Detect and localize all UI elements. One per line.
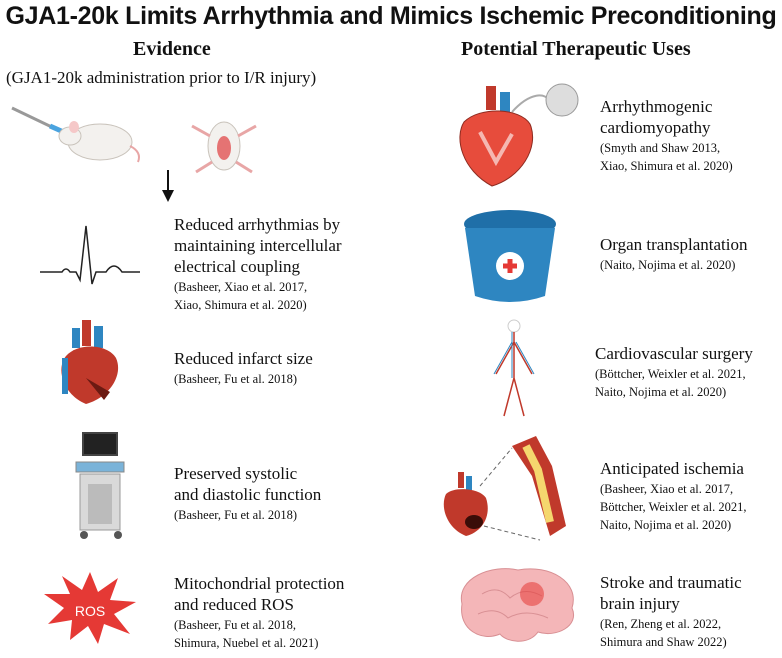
use-item-3-ref-2: Naito, Nojima et al. 2020) [595,385,727,399]
evidence-item-1-line-1: Reduced arrhythmias by [174,215,341,234]
heart-pacemaker-icon [459,83,579,187]
evidence-item-2: Reduced infarct size (Basheer, Fu et al.… [174,348,313,387]
evidence-item-2-line-1: Reduced infarct size [174,349,313,368]
use-item-3-line-1: Cardiovascular surgery [595,344,753,363]
use-item-2: Organ transplantation (Naito, Nojima et … [600,234,747,273]
evidence-item-4-ref-2: Shimura, Nuebel et al. 2021) [174,636,319,650]
use-item-4: Anticipated ischemia (Basheer, Xiao et a… [600,458,746,533]
ecg-trace-icon [40,225,140,285]
evidence-item-4-ref-1: (Basheer, Fu et al. 2018, [174,618,297,632]
use-item-1: Arrhythmogenic cardiomyopathy (Smyth and… [600,96,733,174]
mouse-injection-icon [11,106,140,163]
evidence-item-2-ref-1: (Basheer, Fu et al. 2018) [174,372,298,386]
evidence-heading: Evidence [133,38,211,60]
use-item-4-line-1: Anticipated ischemia [600,459,744,478]
figure-title: GJA1-20k Limits Arrhythmia and Mimics Is… [5,2,777,30]
ischemic-heart-artery-icon [443,436,566,541]
ultrasound-machine-icon [75,432,125,539]
evidence-item-3-line-2: and diastolic function [174,485,322,504]
evidence-item-3-line-1: Preserved systolic [174,464,298,483]
use-item-3: Cardiovascular surgery (Böttcher, Weixle… [595,343,753,400]
use-item-1-line-1: Arrhythmogenic [600,97,713,116]
evidence-item-1-line-3: electrical coupling [174,257,301,276]
use-item-2-ref-1: (Naito, Nojima et al. 2020) [600,258,736,272]
evidence-item-3: Preserved systolic and diastolic functio… [174,463,321,523]
evidence-subheading: (GJA1-20k administration prior to I/R in… [6,68,317,87]
use-item-4-ref-1: (Basheer, Xiao et al. 2017, [600,482,734,496]
use-item-5-ref-2: Shimura and Shaw 2022) [600,635,727,649]
use-item-3-ref-1: (Böttcher, Weixler et al. 2021, [595,367,746,381]
use-item-2-line-1: Organ transplantation [600,235,748,254]
use-item-1-ref-1: (Smyth and Shaw 2013, [600,141,721,155]
evidence-item-4-line-2: and reduced ROS [174,595,294,614]
organ-cooler-icon [464,210,556,302]
evidence-item-1-line-2: maintaining intercellular [174,236,342,255]
evidence-item-1: Reduced arrhythmias by maintaining inter… [174,214,342,313]
use-item-5: Stroke and traumatic brain injury (Ren, … [600,572,742,650]
evidence-item-1-ref-2: Xiao, Shimura et al. 2020) [174,298,307,312]
use-item-5-line-1: Stroke and traumatic [600,573,742,592]
use-item-4-ref-3: Naito, Nojima et al. 2020) [600,518,732,532]
use-item-1-ref-2: Xiao, Shimura et al. 2020) [600,159,733,173]
vascular-system-icon [493,319,535,417]
use-item-1-line-2: cardiomyopathy [600,118,711,137]
ros-burst-icon: ROS [44,572,136,644]
uses-heading: Potential Therapeutic Uses [461,38,691,60]
evidence-item-4-line-1: Mitochondrial protection [174,574,345,593]
down-arrow-icon [162,170,174,202]
dissected-mouse-icon [191,121,257,174]
evidence-item-4: Mitochondrial protection and reduced ROS… [174,573,344,651]
use-item-5-ref-1: (Ren, Zheng et al. 2022, [600,617,722,631]
use-item-5-line-2: brain injury [600,594,680,613]
evidence-item-3-ref-1: (Basheer, Fu et al. 2018) [174,508,298,522]
evidence-item-1-ref-1: (Basheer, Xiao et al. 2017, [174,280,308,294]
use-item-4-ref-2: Böttcher, Weixler et al. 2021, [600,500,747,514]
brain-icon [460,568,575,642]
ros-label: ROS [75,603,105,619]
heart-icon [61,320,119,404]
